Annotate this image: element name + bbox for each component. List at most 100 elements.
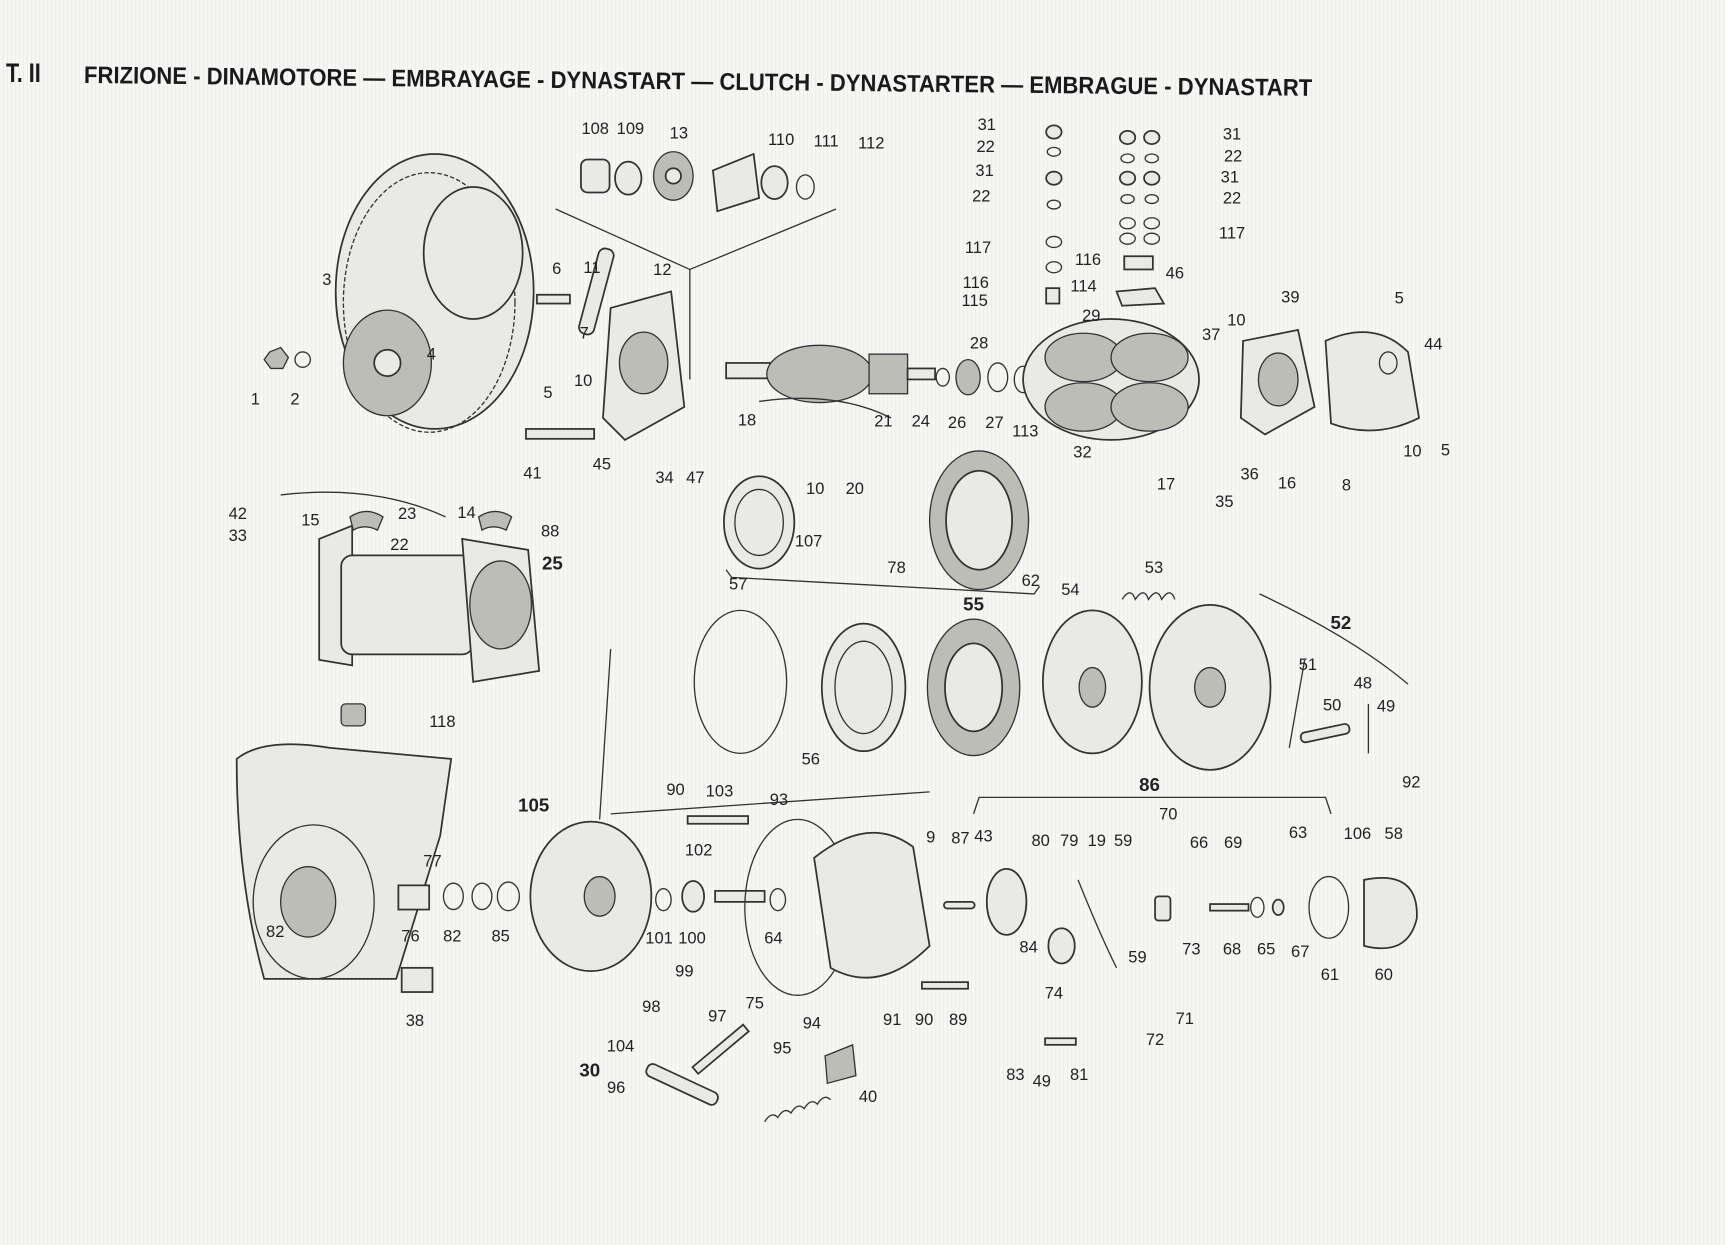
part-label-41: 41: [523, 464, 541, 482]
part-label-114: 114: [1070, 277, 1096, 295]
part-label-22: 22: [390, 536, 408, 554]
part-label-12: 12: [653, 261, 671, 279]
part-label-83: 83: [1006, 1066, 1024, 1084]
part-label-7: 7: [580, 325, 589, 343]
part-label-10: 10: [1227, 312, 1245, 330]
part-label-60: 60: [1375, 966, 1393, 984]
part-label-113: 113: [1012, 423, 1038, 441]
part-label-31: 31: [978, 116, 996, 134]
part-label-22: 22: [972, 187, 990, 205]
part-label-2: 2: [290, 391, 299, 409]
part-label-50: 50: [1323, 696, 1341, 714]
part-label-21: 21: [874, 413, 892, 431]
part-label-14: 14: [457, 504, 475, 522]
part-label-66: 66: [1190, 834, 1208, 852]
part-label-20: 20: [846, 480, 864, 498]
part-label-110: 110: [768, 131, 794, 149]
part-label-5: 5: [1441, 441, 1450, 459]
part-label-78: 78: [887, 559, 905, 577]
part-label-40: 40: [859, 1088, 877, 1106]
stator-housing: [1022, 318, 1420, 441]
part-label-73: 73: [1182, 941, 1200, 959]
part-label-28: 28: [970, 335, 988, 353]
part-label-37: 37: [1202, 326, 1220, 344]
part-label-16: 16: [1278, 474, 1296, 492]
part-label-57: 57: [729, 576, 747, 594]
part-label-5: 5: [1395, 290, 1404, 308]
part-label-4: 4: [427, 346, 436, 364]
part-label-70: 70: [1159, 805, 1177, 823]
part-label-8: 8: [1342, 477, 1351, 495]
part-label-22: 22: [1224, 148, 1242, 166]
part-label-92: 92: [1402, 773, 1420, 791]
part-label-95: 95: [773, 1040, 791, 1058]
part-label-42: 42: [229, 505, 247, 523]
part-label-9: 9: [926, 828, 935, 846]
part-label-93: 93: [770, 791, 788, 809]
bearing-row-top: [555, 151, 837, 380]
part-label-18: 18: [738, 412, 756, 430]
part-label-3: 3: [322, 271, 331, 289]
part-label-97: 97: [708, 1008, 726, 1026]
part-label-91: 91: [883, 1011, 901, 1029]
part-label-49: 49: [1033, 1073, 1051, 1091]
part-label-64: 64: [764, 930, 782, 948]
part-label-117: 117: [965, 239, 991, 257]
part-label-77: 77: [423, 853, 441, 871]
part-label-63: 63: [1289, 824, 1307, 842]
part-label-100: 100: [678, 930, 706, 948]
part-label-81: 81: [1070, 1066, 1088, 1084]
part-label-6: 6: [552, 260, 561, 278]
part-label-31: 31: [1221, 169, 1239, 187]
part-label-5: 5: [543, 384, 552, 402]
part-label-26: 26: [948, 414, 966, 432]
part-label-117: 117: [1219, 225, 1245, 243]
part-label-13: 13: [670, 125, 688, 143]
part-label-103: 103: [706, 782, 734, 800]
part-label-112: 112: [858, 134, 884, 152]
part-label-10: 10: [1403, 442, 1421, 460]
part-label-62: 62: [1022, 572, 1040, 590]
part-label-84: 84: [1019, 938, 1037, 956]
belt-pulley-assembly: [263, 153, 535, 433]
part-label-106: 106: [1344, 825, 1372, 843]
part-label-34: 34: [655, 469, 673, 487]
part-label-35: 35: [1215, 493, 1233, 511]
part-label-107: 107: [795, 533, 823, 551]
part-label-27: 27: [985, 414, 1003, 432]
part-label-98: 98: [642, 998, 660, 1016]
part-label-33: 33: [229, 527, 247, 545]
part-label-79: 79: [1060, 832, 1078, 850]
part-label-1: 1: [251, 391, 260, 409]
part-label-52: 52: [1331, 612, 1352, 633]
end-bracket-left: [525, 247, 686, 442]
part-label-90: 90: [666, 781, 684, 799]
part-label-15: 15: [301, 512, 319, 530]
part-label-75: 75: [746, 995, 764, 1013]
part-label-76: 76: [401, 927, 419, 945]
part-label-10: 10: [806, 480, 824, 498]
part-label-31: 31: [975, 162, 993, 180]
part-label-94: 94: [803, 1014, 821, 1032]
part-label-56: 56: [802, 750, 820, 768]
part-label-71: 71: [1176, 1010, 1194, 1028]
part-label-55: 55: [963, 593, 984, 614]
part-label-48: 48: [1354, 674, 1372, 692]
clutch-basket-and-cover: [529, 648, 931, 1123]
part-label-86: 86: [1139, 774, 1160, 795]
part-label-36: 36: [1240, 466, 1258, 484]
part-label-101: 101: [645, 930, 673, 948]
part-label-102: 102: [685, 842, 713, 860]
part-label-10: 10: [574, 372, 592, 390]
part-label-96: 96: [607, 1079, 625, 1097]
part-label-53: 53: [1145, 559, 1163, 577]
part-label-82: 82: [443, 927, 461, 945]
part-label-54: 54: [1061, 581, 1079, 599]
part-label-22: 22: [1223, 189, 1241, 207]
clutch-plates: [693, 450, 1409, 771]
part-label-72: 72: [1146, 1031, 1164, 1049]
part-label-43: 43: [974, 827, 992, 845]
part-label-58: 58: [1385, 825, 1403, 843]
